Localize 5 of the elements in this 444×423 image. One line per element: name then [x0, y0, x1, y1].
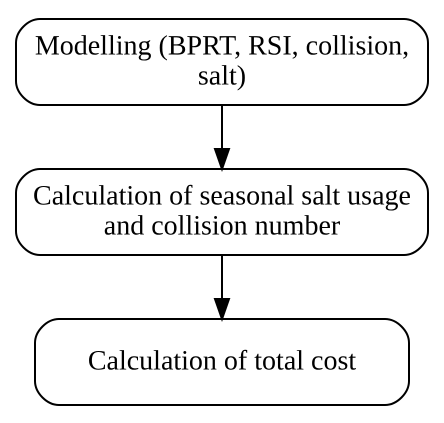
node-box: Calculation of total cost: [34, 318, 410, 406]
arrow: [214, 254, 230, 322]
arrow: [214, 104, 230, 172]
node-box: Calculation of seasonal salt usage and collision number: [15, 168, 429, 256]
node-box: Modelling (BPRT, RSI, collision, salt): [15, 18, 429, 106]
